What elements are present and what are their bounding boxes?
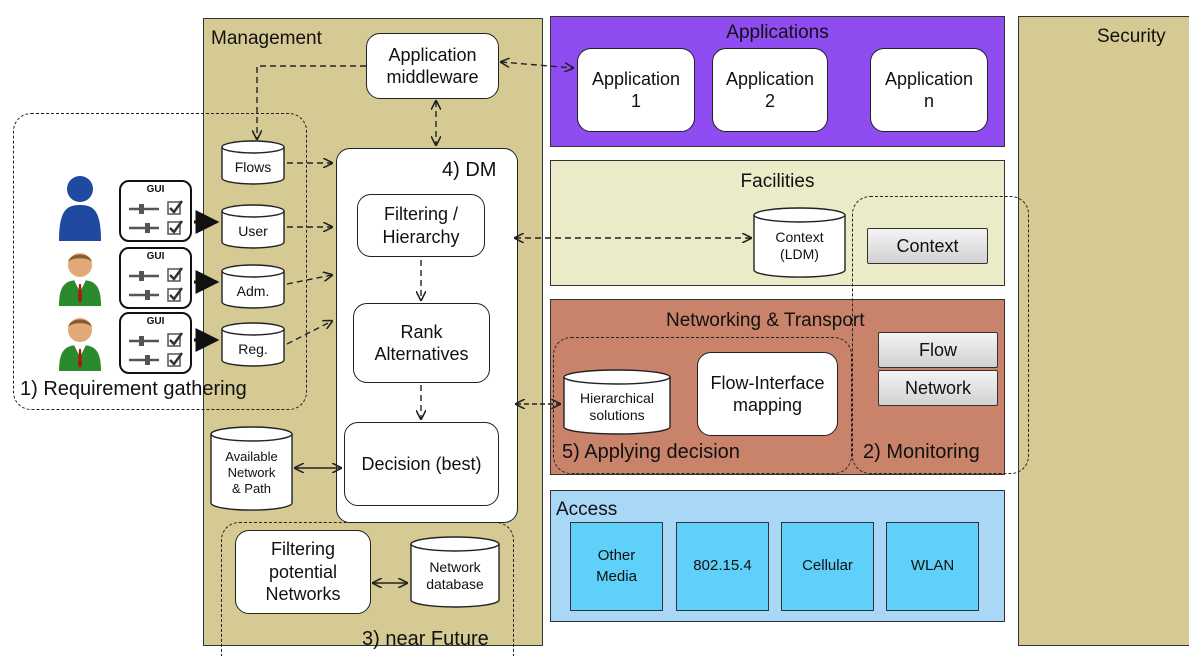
access-title: Access <box>556 499 618 520</box>
flow-interface-mapping-box[interactable]: Flow-Interface mapping <box>697 352 838 436</box>
flow-box[interactable]: Flow <box>878 332 998 368</box>
applying-decision-label: 5) Applying decision <box>562 441 740 463</box>
application-n-box[interactable]: Application n <box>870 48 988 132</box>
reg-label: Reg. <box>238 341 268 358</box>
gui-label: GUI <box>146 316 165 327</box>
person-admin-icon <box>59 253 101 306</box>
sliders-icon <box>129 200 184 235</box>
available-network-path-db[interactable]: Available Network & Path <box>210 426 293 511</box>
person-blue-icon <box>59 176 101 241</box>
person-regulator-icon <box>59 318 101 371</box>
middleware-applications-arrow <box>501 62 573 68</box>
available-network-label: Available Network & Path <box>225 448 278 497</box>
rank-alternatives-box[interactable]: Rank Alternatives <box>353 303 490 383</box>
reg-db[interactable]: Reg. <box>221 322 285 368</box>
access-other-media[interactable]: Other Media <box>570 522 663 611</box>
near-future-label: 3) near Future <box>362 628 489 650</box>
context-box[interactable]: Context <box>867 228 988 264</box>
application-1-box[interactable]: Application 1 <box>577 48 695 132</box>
reg-to-dm-arrow <box>286 321 332 345</box>
network-box[interactable]: Network <box>878 370 998 406</box>
security-region: Security <box>1018 16 1189 646</box>
adm-label: Adm. <box>236 283 270 300</box>
adm-to-dm-arrow <box>286 275 332 285</box>
dm-title: 4) DM <box>442 159 497 181</box>
flows-db[interactable]: Flows <box>221 140 285 186</box>
applications-title: Applications <box>726 22 829 43</box>
management-title: Management <box>211 28 322 49</box>
context-ldm-db[interactable]: Context (LDM) <box>753 207 846 278</box>
monitoring-label: 2) Monitoring <box>863 441 980 463</box>
gui-label: GUI <box>146 184 165 195</box>
access-cellular[interactable]: Cellular <box>781 522 874 611</box>
networking-title: Networking & Transport <box>666 310 865 331</box>
user-db[interactable]: User <box>221 204 285 250</box>
requirement-gathering-group <box>13 113 307 410</box>
requirement-gathering-label: 1) Requirement gathering <box>20 378 247 400</box>
gui-panel-regulator[interactable]: GUI <box>119 312 192 374</box>
facilities-title: Facilities <box>740 171 815 192</box>
access-wlan[interactable]: WLAN <box>886 522 979 611</box>
near-future-group <box>221 522 514 656</box>
application-2-box[interactable]: Application 2 <box>712 48 828 132</box>
user-label: User <box>238 223 268 240</box>
security-title: Security <box>1097 26 1166 47</box>
filtering-potential-networks-box[interactable]: Filtering potential Networks <box>235 530 371 614</box>
flows-label: Flows <box>234 159 272 176</box>
network-database-db[interactable]: Network database <box>410 536 500 608</box>
network-database-label: Network database <box>426 558 484 593</box>
adm-db[interactable]: Adm. <box>221 264 285 310</box>
sliders-icon <box>129 332 184 367</box>
hierarchical-solutions-db[interactable]: Hierarchical solutions <box>563 369 671 435</box>
gui-label: GUI <box>146 251 165 262</box>
sliders-icon <box>129 267 184 302</box>
middleware-to-flows-arrow <box>257 65 366 139</box>
context-ldm-label: Context (LDM) <box>775 228 824 263</box>
decision-best-box[interactable]: Decision (best) <box>344 422 499 506</box>
monitoring-group <box>852 196 1029 474</box>
access-802154[interactable]: 802.15.4 <box>676 522 769 611</box>
gui-panel-admin[interactable]: GUI <box>119 247 192 309</box>
gui-panel-user[interactable]: GUI <box>119 180 192 242</box>
hierarchical-solutions-label: Hierarchical solutions <box>580 389 654 424</box>
application-middleware-box[interactable]: Application middleware <box>366 33 499 99</box>
filtering-hierarchy-box[interactable]: Filtering / Hierarchy <box>357 194 485 257</box>
